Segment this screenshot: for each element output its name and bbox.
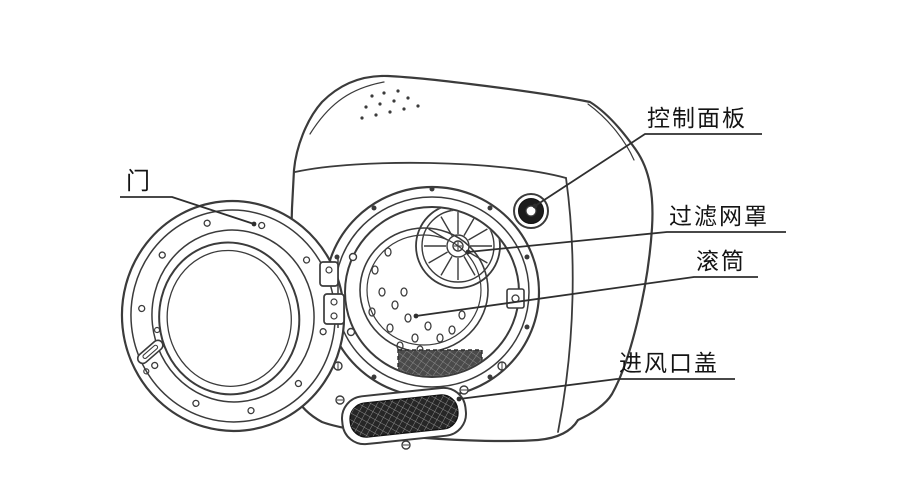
front-right-edge <box>557 177 574 433</box>
label-door: 门 <box>126 168 152 195</box>
leader-line-control-panel <box>534 133 762 207</box>
door-rim-screws <box>138 219 327 415</box>
filter-spokes <box>424 212 492 280</box>
leader-line-filter-cover <box>467 231 786 253</box>
air-inlet-cover <box>341 386 467 446</box>
leader-dots <box>251 203 538 402</box>
label-filter-cover: 过滤网罩 <box>669 203 769 229</box>
handle-screw-top <box>153 326 161 334</box>
front-screws <box>333 252 507 371</box>
leader-lines <box>120 133 786 402</box>
front-top-edge <box>294 161 567 179</box>
leader-line-door <box>120 196 255 225</box>
top-vent-holes <box>360 89 420 120</box>
label-air-inlet-cover: 进风口盖 <box>619 350 719 376</box>
air-inlet-screws <box>335 385 469 450</box>
drum-holes <box>368 247 466 355</box>
door-latch <box>506 288 525 309</box>
label-control-panel: 控制面板 <box>647 105 747 131</box>
label-drum: 滚筒 <box>696 248 746 274</box>
filter-mesh <box>415 208 501 289</box>
door-handle <box>136 339 164 365</box>
leader-line-air-inlet <box>458 378 735 400</box>
leader-line-drum <box>415 276 758 317</box>
top-left-bevel <box>309 81 385 135</box>
top-right-bevel <box>587 103 635 161</box>
control-knob <box>513 193 549 229</box>
door <box>120 199 346 433</box>
handle-screw-bottom <box>143 368 150 375</box>
ring-bolts <box>334 186 530 398</box>
hinge <box>319 258 345 328</box>
